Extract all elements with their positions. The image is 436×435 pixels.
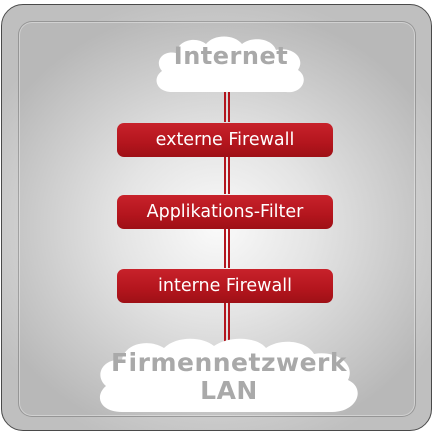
connector-external-firewall-to-filter bbox=[224, 156, 230, 194]
lan-label-line1: Firmennetzwerk bbox=[110, 348, 348, 377]
step-box-internal-firewall: interne Firewall bbox=[117, 269, 333, 303]
lan-cloud bbox=[99, 338, 358, 412]
internet-label: Internet bbox=[173, 42, 289, 70]
connector-filter-to-internal-firewall bbox=[224, 228, 230, 268]
step-label: externe Firewall bbox=[155, 130, 295, 150]
step-label: Applikations-Filter bbox=[146, 202, 304, 222]
internet-cloud bbox=[156, 36, 304, 93]
step-box-external-firewall: externe Firewall bbox=[117, 123, 333, 157]
step-label: interne Firewall bbox=[158, 276, 292, 296]
lan-label-line2: LAN bbox=[200, 376, 258, 405]
step-box-application-filter: Applikations-Filter bbox=[117, 195, 333, 229]
cloud-shape bbox=[156, 36, 304, 93]
connector-internet-to-external-firewall bbox=[224, 92, 230, 122]
cloud-shape bbox=[99, 338, 358, 412]
connector-internal-firewall-to-lan bbox=[224, 302, 230, 352]
